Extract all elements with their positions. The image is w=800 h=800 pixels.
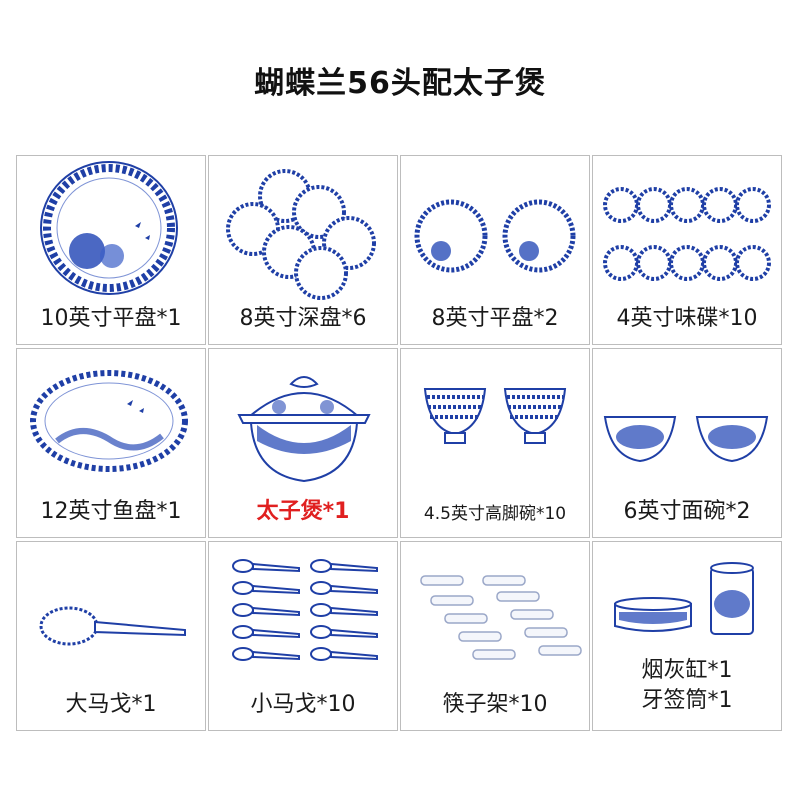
sauce-dishes-icon (603, 187, 771, 281)
item-footed-bowls: 4.5英寸高脚碗*10 (400, 348, 590, 538)
flat-plates-icon (414, 199, 576, 273)
item-label-line1: 烟灰缸*1 (641, 658, 733, 683)
item-deep-plates: 8英寸深盘*6 (208, 155, 398, 345)
item-noodle-bowls: 6英寸面碗*2 (592, 348, 782, 538)
item-label: 12英寸鱼盘*1 (40, 499, 182, 524)
item-large-flat-plate: 10英寸平盘*1 (16, 155, 206, 345)
item-flat-plates: 8英寸平盘*2 (400, 155, 590, 345)
noodle-bowls-icon (603, 416, 769, 463)
chopstick-rests-icon (420, 575, 582, 660)
deep-plates-icon (226, 169, 376, 300)
item-label: 小马戈*10 (250, 692, 356, 717)
item-label: 大马戈*1 (65, 692, 157, 717)
item-label: 4.5英寸高脚碗*10 (423, 504, 567, 524)
item-label: 筷子架*10 (442, 692, 548, 717)
item-label: 8英寸深盘*6 (239, 306, 367, 331)
item-label: 10英寸平盘*1 (40, 306, 182, 331)
item-small-spoons: 小马戈*10 (208, 541, 398, 731)
item-sauce-dishes: 4英寸味碟*10 (592, 155, 782, 345)
item-chopstick-rests: 筷子架*10 (400, 541, 590, 731)
tureen-icon (237, 376, 371, 483)
large-spoon-icon (39, 606, 186, 646)
item-label: 太子煲*1 (256, 499, 350, 524)
item-fish-plate: 12英寸鱼盘*1 (16, 348, 206, 538)
page-title: 蝴蝶兰56头配太子煲 (254, 66, 546, 101)
item-ashtray-toothpick: 烟灰缸*1 牙签筒*1 (592, 541, 782, 731)
item-label: 8英寸平盘*2 (431, 306, 559, 331)
footed-bowls-icon (423, 388, 567, 444)
item-label: 4英寸味碟*10 (616, 306, 758, 331)
product-grid: 10英寸平盘*1 8英寸深盘*6 8英寸平盘*2 (16, 155, 784, 731)
item-large-spoon: 大马戈*1 (16, 541, 206, 731)
ashtray-toothpick-holder-icon (614, 562, 754, 635)
large-flat-plate-icon (40, 161, 178, 295)
small-spoons-icon (232, 559, 378, 661)
item-tureen: 太子煲*1 (208, 348, 398, 538)
item-label: 6英寸面碗*2 (623, 499, 751, 524)
fish-plate-icon (30, 370, 188, 472)
item-label-line2: 牙签筒*1 (641, 688, 733, 713)
